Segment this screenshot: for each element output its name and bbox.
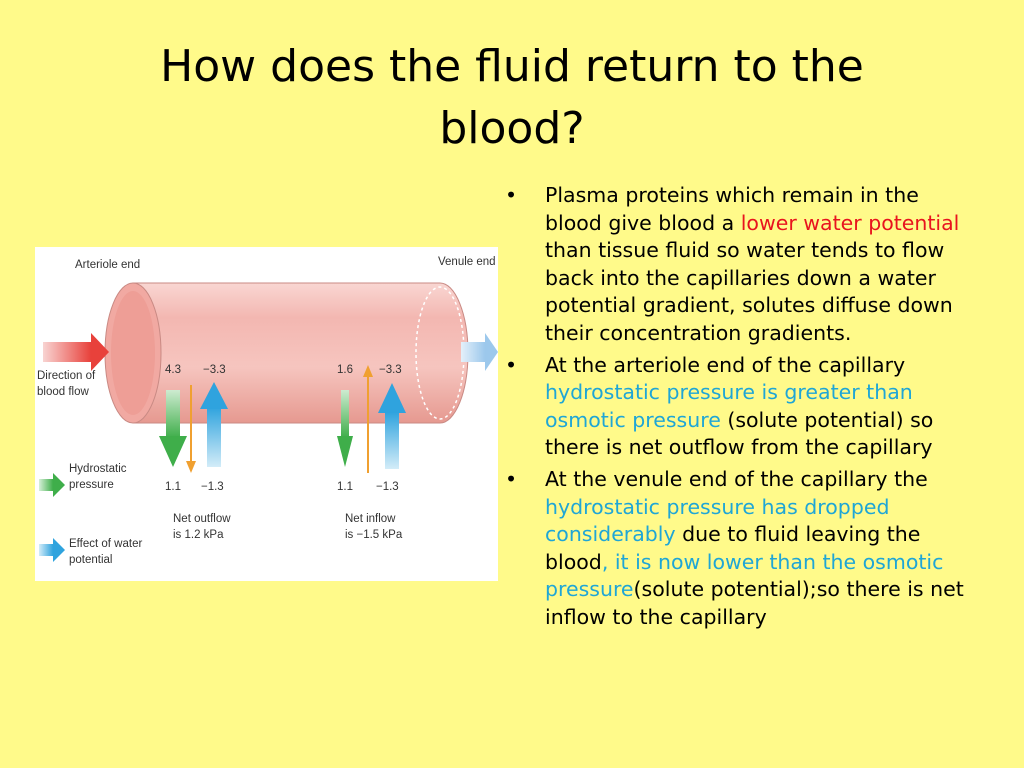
bullet-item-arteriole-end: • At the arteriole end of the capillary h…	[505, 352, 975, 462]
bullet-text: than tissue fluid so water tends to flow…	[545, 238, 953, 345]
bullet-item-plasma-proteins: • Plasma proteins which remain in the blo…	[505, 182, 975, 348]
arteriole-top-water-value: −3.3	[203, 364, 226, 376]
highlight-hydrostatic-dropped: hydrostatic pressure has dropped conside…	[545, 494, 890, 547]
arteriole-top-hydro-value: 4.3	[165, 364, 181, 376]
bullet-text: Plasma proteins which remain in the bloo…	[545, 183, 919, 235]
direction-label-line-1: Direction of	[37, 370, 96, 382]
net-inflow-line-2: is −1.5 kPa	[345, 529, 403, 541]
direction-label-line-2: blood flow	[37, 386, 89, 398]
blood-flow-in-arrow	[43, 333, 109, 371]
net-outflow-line-2: is 1.2 kPa	[173, 529, 224, 541]
slide-title: How does the fluid return to the blood?	[100, 36, 924, 160]
legend-hydrostatic-arrow	[39, 473, 65, 497]
blood-flow-out-arrow	[461, 333, 498, 371]
bullet-item-venule-end: •At the venule end of the capillary the …	[505, 466, 975, 632]
net-inflow-line-1: Net inflow	[345, 513, 396, 525]
legend-hydrostatic-line-1: Hydrostatic	[69, 463, 127, 475]
capillary-tube	[104, 282, 469, 424]
arteriole-bottom-water-value: −1.3	[201, 481, 224, 493]
bullet-marker: •	[505, 466, 518, 491]
venule-water-potential-arrow	[378, 383, 406, 469]
legend-hydrostatic-line-2: pressure	[69, 479, 114, 491]
venule-bottom-water-value: −1.3	[376, 481, 399, 493]
highlight-hydrostatic-greater: hydrostatic pressure is greater than osm…	[545, 380, 913, 432]
bullet-text: At the arteriole end of the capillary	[545, 352, 906, 377]
bullet-list: • Plasma proteins which remain in the blo…	[505, 182, 975, 636]
bullet-text: At the venule end of the capillary the	[545, 466, 928, 491]
highlight-lower-water-potential: lower water potential	[740, 210, 960, 235]
legend-water-line-2: potential	[69, 554, 112, 566]
venule-end-label: Venule end	[438, 256, 496, 268]
venule-top-water-value: −3.3	[379, 364, 402, 376]
venule-bottom-hydro-value: 1.1	[337, 481, 353, 493]
highlight-lower-than-osmotic: , it is now lower than the osmotic press…	[545, 549, 944, 602]
legend-water-potential-arrow	[39, 538, 65, 562]
arteriole-hydrostatic-arrow	[159, 390, 187, 467]
capillary-diagram: Arteriole end Venule end Direction of bl…	[35, 247, 498, 581]
bullet-text: (solute potential);so there is net inflo…	[545, 577, 964, 629]
venule-net-inflow-arrow	[363, 365, 373, 473]
bullet-marker: •	[505, 352, 518, 377]
capillary-diagram-svg: Arteriole end Venule end Direction of bl…	[37, 256, 498, 566]
venule-top-hydro-value: 1.6	[337, 364, 353, 376]
slide-title-line-2: blood?	[439, 103, 585, 154]
bullet-marker: •	[505, 183, 518, 207]
legend-water-line-1: Effect of water	[69, 538, 142, 550]
venule-hydrostatic-arrow	[337, 390, 353, 467]
arteriole-net-outflow-arrow	[186, 385, 196, 473]
arteriole-water-potential-arrow	[200, 382, 228, 467]
bullet-text: (solute potential) so there is net outfl…	[545, 407, 934, 460]
arteriole-end-label: Arteriole end	[75, 259, 140, 271]
slide-title-line-1: How does the fluid return to the	[160, 41, 864, 92]
net-outflow-line-1: Net outflow	[173, 513, 231, 525]
bullet-text: due to fluid leaving the blood	[545, 522, 921, 574]
arteriole-bottom-hydro-value: 1.1	[165, 481, 181, 493]
